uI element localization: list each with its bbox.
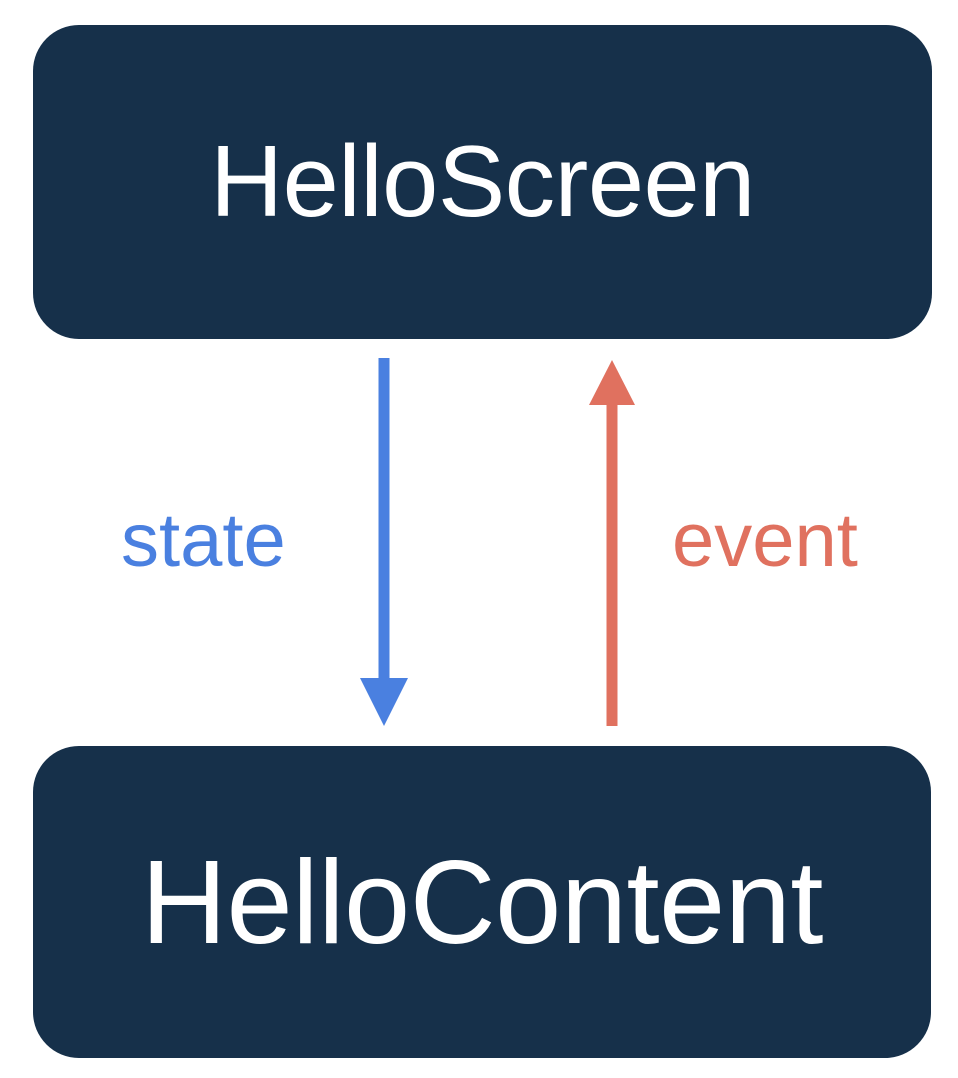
node-hello-screen-label: HelloScreen: [210, 125, 755, 238]
event-arrow-icon: [589, 360, 635, 726]
node-hello-screen[interactable]: HelloScreen: [33, 25, 932, 339]
state-arrow-icon: [360, 358, 408, 726]
edge-label-state: state: [121, 498, 286, 583]
node-hello-content-label: HelloContent: [141, 835, 823, 969]
edge-label-event: event: [672, 498, 858, 583]
node-hello-content[interactable]: HelloContent: [33, 746, 931, 1058]
